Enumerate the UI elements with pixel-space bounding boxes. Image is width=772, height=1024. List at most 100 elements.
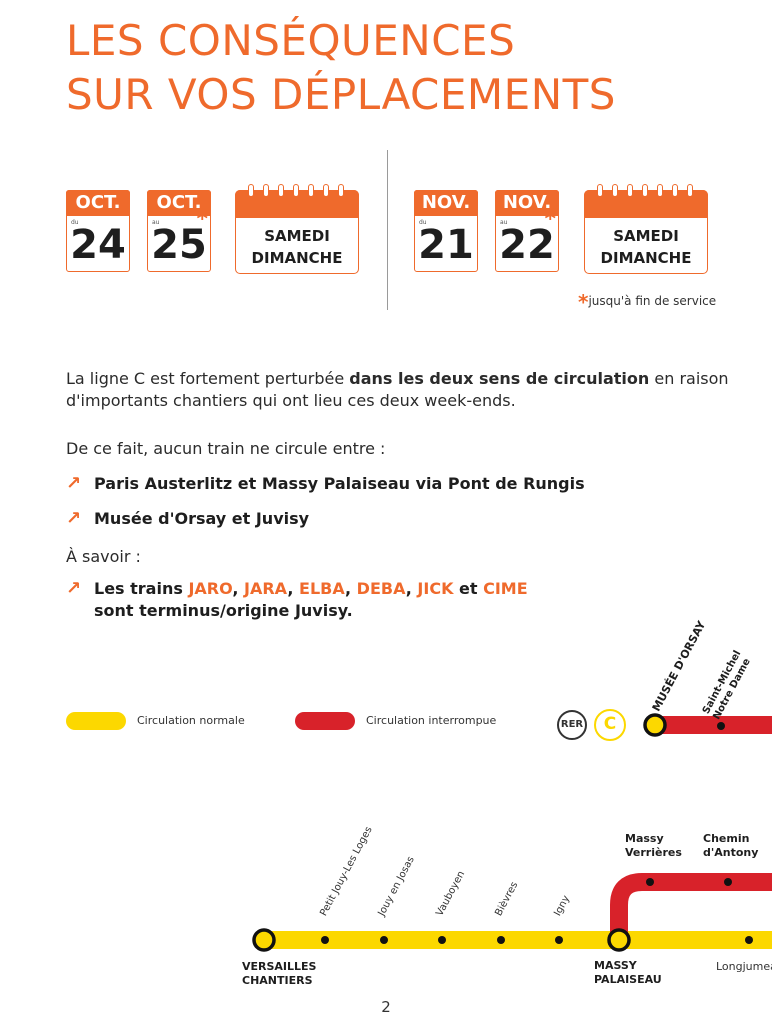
intro-text-start: La ligne C est fortement perturbée: [66, 369, 350, 388]
weekend-days: SAMEDI DIMANCHE: [585, 225, 707, 269]
calendar-day: 21: [418, 222, 474, 268]
calendar-ring-icon: [263, 184, 269, 197]
calendar-ring-icon: [657, 184, 663, 197]
station-chemin-antony: Chemin d'Antony: [703, 832, 758, 860]
trains-separator: ,: [345, 579, 357, 598]
map-station-dot: [497, 936, 505, 944]
calendar-day: 24: [70, 222, 126, 268]
no-train-text: De ce fait, aucun train ne circule entre…: [66, 439, 386, 458]
calendar-ring-icon: [293, 184, 299, 197]
segment-label: Paris Austerlitz et Massy Palaiseau via …: [94, 474, 585, 493]
arrow-up-right-icon: ↗: [66, 473, 82, 494]
legend-normal-swatch: [66, 712, 126, 730]
map-station-dot: [717, 722, 725, 730]
trains-prefix: Les trains: [94, 579, 189, 598]
weekend-day-sunday: DIMANCHE: [600, 249, 692, 267]
calendar-ring-icon: [627, 184, 633, 197]
trains-and: et: [453, 579, 484, 598]
calendar-prefix: au: [500, 219, 508, 226]
train-name: ELBA: [299, 579, 346, 598]
calendar-ring-icon: [338, 184, 344, 197]
footnote: *jusqu'à fin de service: [578, 290, 716, 314]
calendar-prefix: au: [152, 219, 160, 226]
a-savoir-heading: À savoir :: [66, 547, 141, 566]
calendar-oct-24: OCT. du 24: [66, 190, 130, 272]
legend-normal-label: Circulation normale: [137, 714, 245, 727]
calendar-ring-icon: [308, 184, 314, 197]
station-massy-verrieres: Massy Verrières: [625, 832, 682, 860]
calendar-day: 22: [499, 222, 555, 268]
calendar-prefix: du: [419, 219, 427, 226]
arrow-up-right-icon: ↗: [66, 578, 82, 599]
map-station-dot: [724, 878, 732, 886]
asterisk-icon: *: [544, 207, 556, 232]
calendar-ring-icon: [612, 184, 618, 197]
station-versailles-line1: VERSAILLES: [242, 960, 317, 973]
weekend-day-saturday: SAMEDI: [613, 227, 679, 245]
segment-label: Musée d'Orsay et Juvisy: [94, 509, 310, 528]
arrow-up-right-icon: ↗: [66, 508, 82, 529]
station-massy-palaiseau-line1: MASSY: [594, 959, 637, 972]
map-terminus-versailles: [252, 928, 276, 952]
station-chemin-antony-line2: d'Antony: [703, 846, 759, 859]
trains-separator: ,: [232, 579, 245, 598]
map-station-dot: [438, 936, 446, 944]
weekend-day-sunday: DIMANCHE: [251, 249, 343, 267]
page-number: 2: [381, 998, 391, 1016]
station-massy-palaiseau-line2: PALAISEAU: [594, 973, 662, 986]
calendar-ring-icon: [248, 184, 254, 197]
calendar-oct-25: OCT. au * 25: [147, 190, 211, 272]
calendar-weekend-2: SAMEDI DIMANCHE: [584, 184, 708, 274]
calendar-ring-icon: [687, 184, 693, 197]
calendar-ring-icon: [278, 184, 284, 197]
trains-item: ↗Les trains JARO, JARA, ELBA, DEBA, JICK…: [66, 578, 528, 622]
segment-item: ↗ Paris Austerlitz et Massy Palaiseau via…: [66, 473, 585, 495]
calendar-ring-icon: [597, 184, 603, 197]
line-c-logo-icon: C: [594, 709, 626, 741]
page-title: LES CONSÉQUENCES SUR VOS DÉPLACEMENTS: [66, 14, 746, 122]
train-name: JARO: [188, 579, 233, 598]
asterisk-icon: *: [578, 290, 589, 314]
train-name: JICK: [417, 579, 454, 598]
weekend-day-saturday: SAMEDI: [264, 227, 330, 245]
station-longjumeau: Longjumeau: [716, 960, 772, 973]
station-versailles-line2: CHANTIERS: [242, 974, 313, 987]
legend-interrupted-label: Circulation interrompue: [366, 714, 497, 727]
trains-line2: sont terminus/origine Juvisy.: [94, 601, 353, 620]
trains-separator: ,: [405, 579, 418, 598]
rer-logo-icon: RER: [557, 710, 587, 740]
segment-item: ↗ Musée d'Orsay et Juvisy: [66, 508, 309, 530]
train-name: CIME: [483, 579, 528, 598]
intro-text-bold: dans les deux sens de circulation: [349, 369, 650, 388]
station-massy-verrieres-line1: Massy: [625, 832, 664, 845]
calendar-month: NOV.: [414, 190, 478, 216]
weekend-days: SAMEDI DIMANCHE: [236, 225, 358, 269]
map-station-dot: [380, 936, 388, 944]
intro-paragraph: La ligne C est fortement perturbée dans …: [66, 368, 746, 412]
calendar-day: 25: [151, 222, 207, 268]
calendar-ring-icon: [642, 184, 648, 197]
footnote-text: jusqu'à fin de service: [588, 294, 717, 308]
calendar-weekend-1: SAMEDI DIMANCHE: [235, 184, 359, 274]
calendar-month: OCT.: [147, 190, 211, 216]
train-name: JARA: [244, 579, 288, 598]
calendar-month: NOV.: [495, 190, 559, 216]
station-chemin-antony-line1: Chemin: [703, 832, 750, 845]
intro-text-end: en raison d'importants chantiers qui ont…: [66, 369, 729, 410]
legend-interrupted-swatch: [295, 712, 355, 730]
calendar-nov-22: NOV. au * 22: [495, 190, 559, 272]
page-title-line1: LES CONSÉQUENCES: [66, 16, 516, 65]
calendar-prefix: du: [71, 219, 79, 226]
calendar-month: OCT.: [66, 190, 130, 216]
map-station-dot: [321, 936, 329, 944]
page-title-line2: SUR VOS DÉPLACEMENTS: [66, 70, 616, 119]
calendar-nov-21: NOV. du 21: [414, 190, 478, 272]
calendar-ring-icon: [323, 184, 329, 197]
calendar-ring-icon: [672, 184, 678, 197]
station-versailles-chantiers: VERSAILLES CHANTIERS: [242, 960, 316, 988]
map-hub-massy-palaiseau: [607, 928, 631, 952]
vertical-divider: [387, 150, 388, 310]
station-massy-palaiseau: MASSY PALAISEAU: [594, 959, 662, 987]
station-massy-verrieres-line2: Verrières: [625, 846, 682, 859]
